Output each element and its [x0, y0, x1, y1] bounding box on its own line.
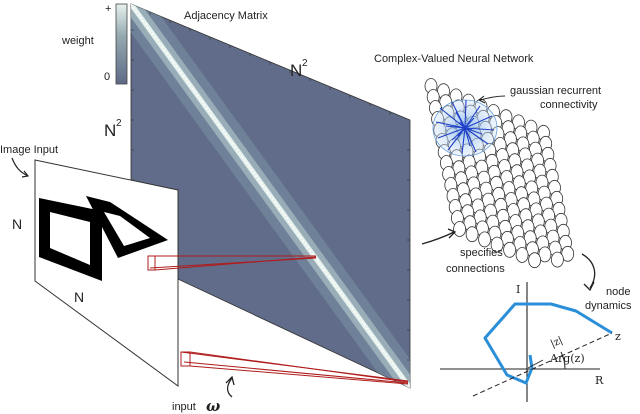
omega-symbol: ω	[206, 397, 220, 414]
network-node	[478, 231, 492, 248]
recurrent-connection	[464, 127, 495, 131]
network-node	[515, 247, 529, 263]
imag-axis-label: I	[516, 283, 520, 296]
recurrent-connection	[464, 115, 493, 129]
matrix-top-sup: 2	[302, 58, 308, 69]
gaussian-label-line1: gaussian recurrent	[510, 85, 601, 97]
specifies-line2: connections	[446, 263, 505, 275]
recurrent-connection	[459, 121, 466, 129]
network-node	[551, 251, 564, 268]
image-input-arrow	[11, 157, 29, 177]
recurrent-connection	[461, 127, 466, 155]
neural-network-grid: Complex-Valued Neural Network gaussian r…	[374, 53, 601, 269]
matrix-top-n: N	[290, 61, 302, 80]
gaussian-label-line2: connectivity	[540, 99, 598, 111]
recurrent-connection	[437, 127, 466, 139]
node-label-line1: node	[606, 286, 630, 298]
recurrent-connection	[464, 127, 489, 145]
recurrent-connection	[464, 117, 475, 129]
network-node	[528, 252, 541, 269]
recurrent-connection	[464, 99, 467, 129]
recurrent-connection	[464, 127, 477, 153]
weight-colorbar: + weight 0	[61, 3, 128, 85]
network-node	[503, 241, 517, 258]
matrix-left-n: N	[104, 121, 116, 140]
adjacency-title: Adjacency Matrix	[184, 10, 268, 22]
z-label: z	[615, 330, 621, 343]
image-input-plane: Image Input N N	[0, 144, 179, 387]
specifies-line1: specifies	[460, 247, 503, 259]
recurrent-connection	[445, 125, 466, 129]
image-side-n-left: N	[12, 216, 22, 232]
network-node	[453, 221, 467, 237]
matrix-left-label: N 2	[104, 118, 122, 140]
colorbar-min-label: 0	[104, 71, 110, 83]
image-input-title: Image Input	[0, 144, 58, 156]
node-label-line2: dynamics	[585, 300, 632, 312]
recurrent-connection	[464, 127, 473, 131]
node-trajectory	[483, 302, 613, 385]
recurrent-connections	[435, 99, 495, 155]
recurrent-connection	[439, 107, 466, 129]
input-label: input	[172, 401, 196, 413]
network-title: Complex-Valued Neural Network	[374, 53, 534, 65]
matrix-top-label: N 2	[290, 58, 308, 80]
matrix-left-sup: 2	[116, 118, 122, 129]
recurrent-connection	[455, 111, 466, 129]
real-axis-label: R	[595, 374, 604, 387]
arg-z-label: Arg(z)	[549, 352, 585, 365]
dynamics-arrow	[581, 253, 596, 289]
colorbar-title: weight	[61, 35, 94, 47]
colorbar-max-label: +	[105, 3, 111, 15]
network-node	[465, 226, 479, 243]
recurrent-connection	[464, 105, 481, 129]
modulus-line	[472, 332, 613, 397]
abs-z-label: |z|	[549, 335, 564, 350]
recurrent-connection	[464, 127, 471, 147]
recurrent-connection	[457, 127, 466, 137]
input-arrow	[226, 377, 233, 398]
input-projection-lines	[147, 255, 409, 385]
complex-plane: I R z |z| Arg(z)	[440, 282, 621, 402]
specifies-arrow	[421, 231, 455, 245]
adjacency-matrix: Adjacency Matrix N 2 N 2	[104, 3, 411, 389]
network-node	[490, 236, 504, 253]
argument-arc	[560, 351, 566, 370]
image-side-n-bottom: N	[74, 289, 84, 305]
